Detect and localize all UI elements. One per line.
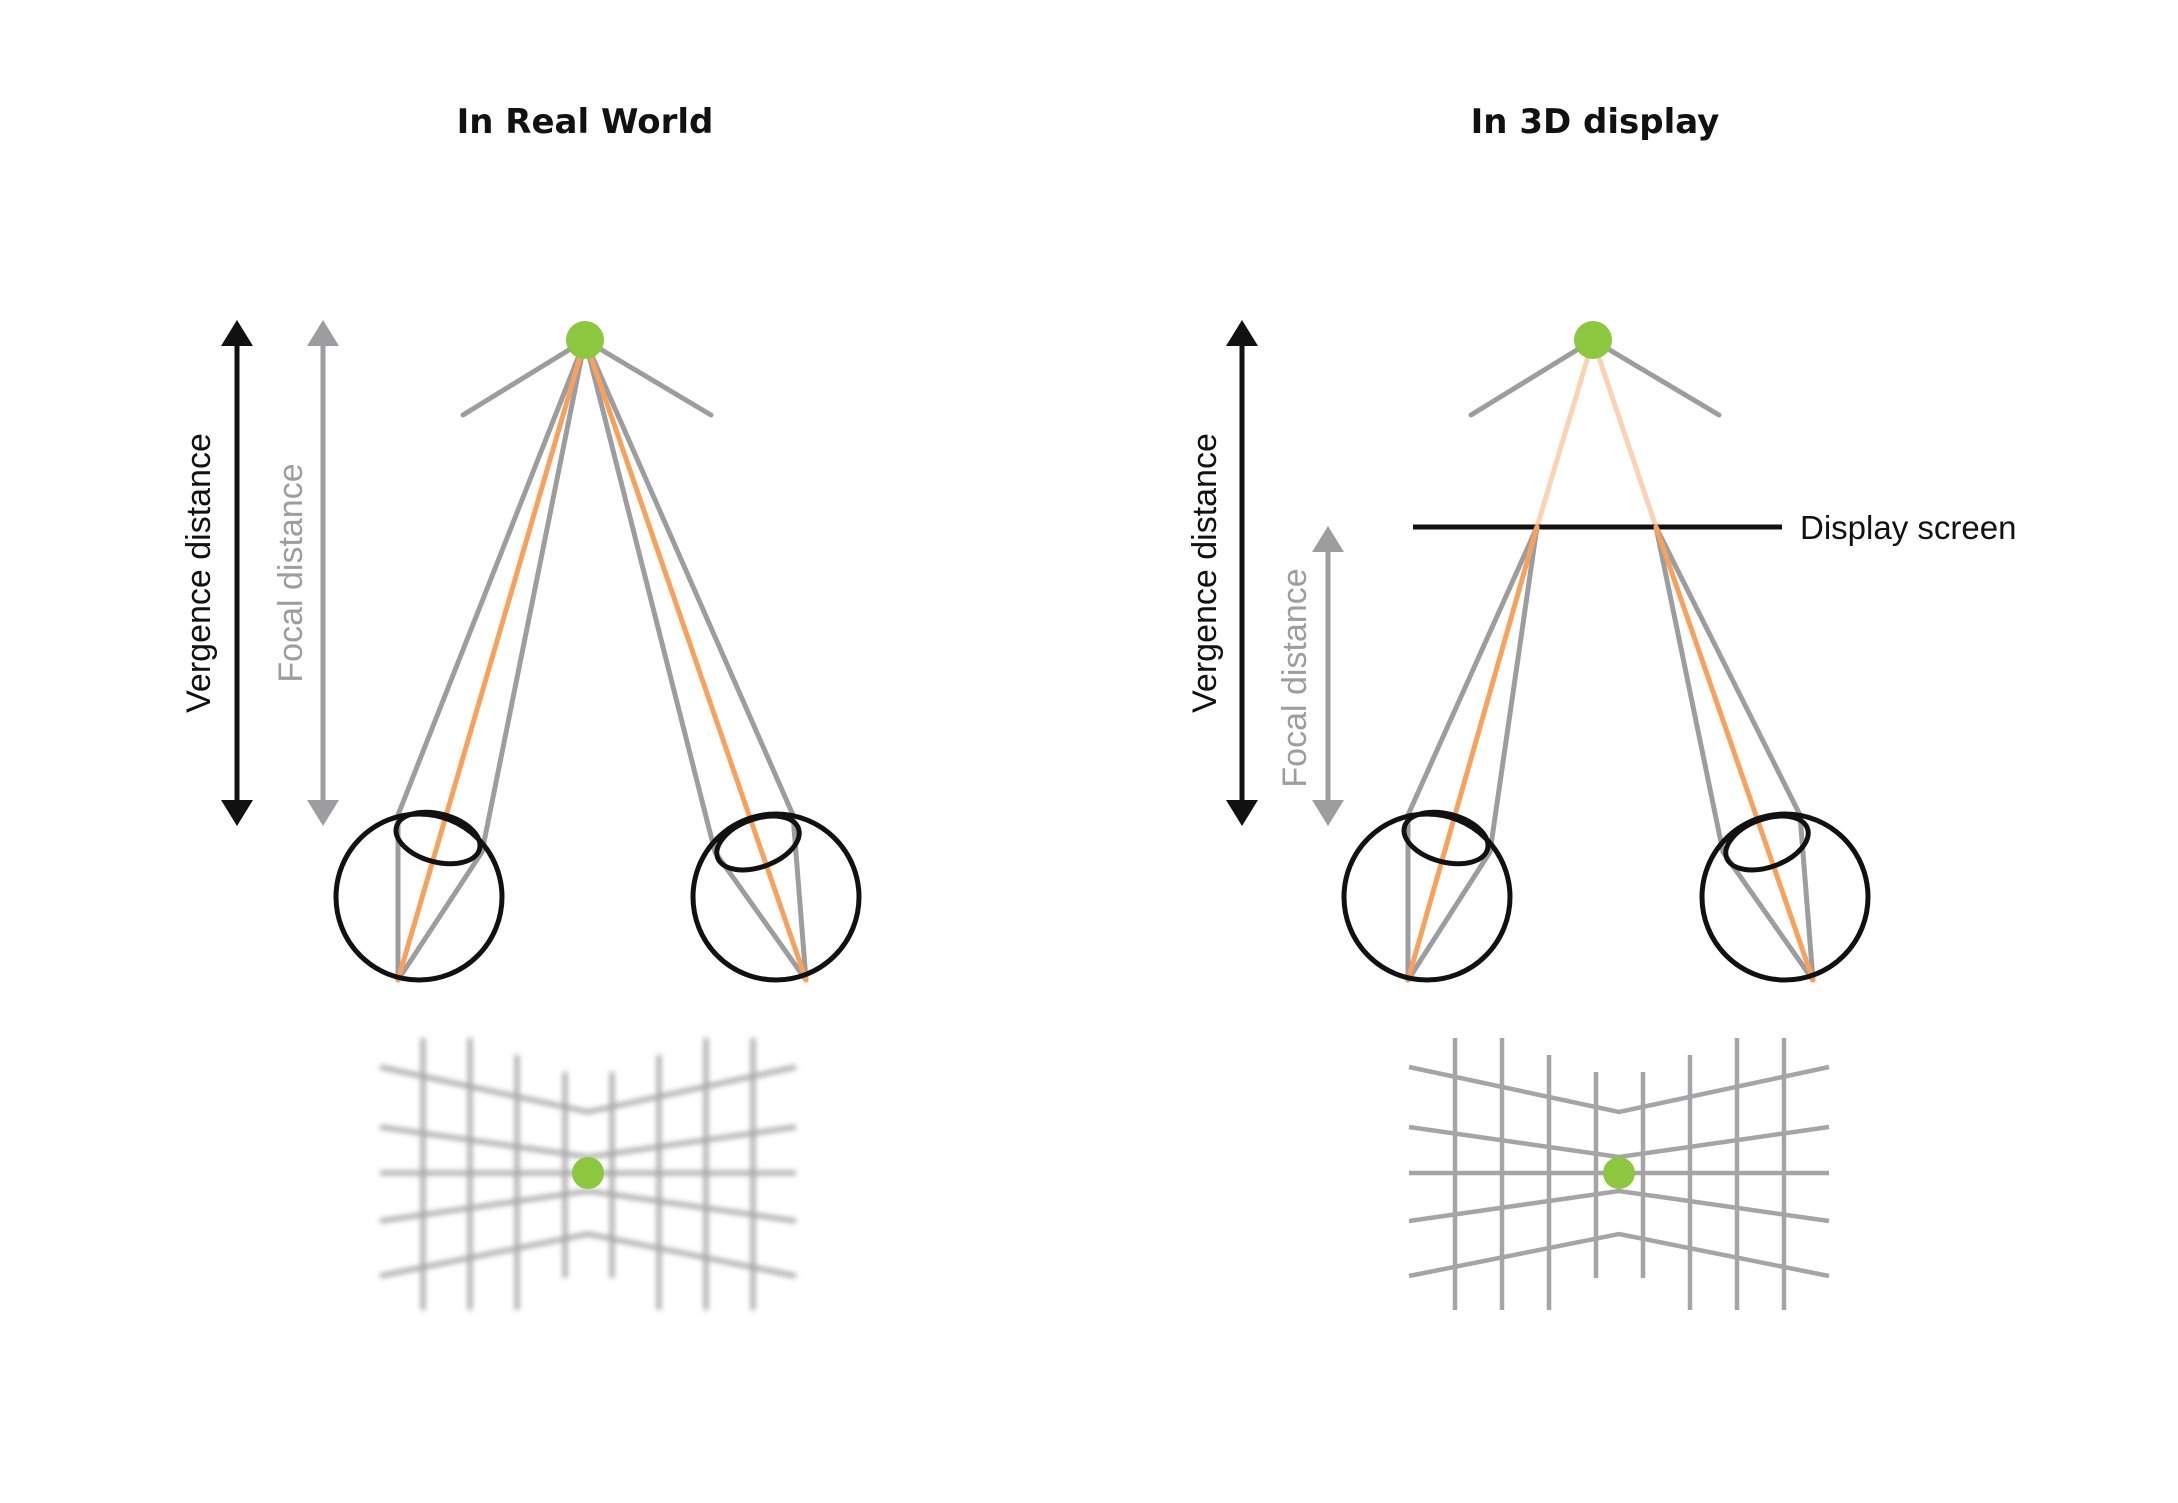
focal-distance-arrow bbox=[1312, 526, 1344, 826]
right-eye bbox=[690, 811, 862, 983]
vergence-distance-label: Vergence distance bbox=[1186, 433, 1224, 713]
left-eye-rays bbox=[1405, 524, 1540, 983]
retinal-target-point bbox=[572, 1157, 604, 1189]
focal-distance-label: Focal distance bbox=[272, 463, 310, 682]
retinal-target-point bbox=[1603, 1157, 1635, 1189]
display-screen-label: Display screen bbox=[1800, 509, 2016, 546]
left-eye bbox=[333, 809, 505, 983]
right-eye-rays bbox=[1653, 524, 1816, 983]
target-point bbox=[566, 321, 604, 359]
target-point bbox=[1574, 321, 1612, 359]
panel-3d-display: In 3D display Vergence distance Focal di… bbox=[1186, 102, 2016, 1310]
vergence-distance-arrow bbox=[1226, 320, 1258, 826]
focal-distance-arrow bbox=[307, 320, 339, 826]
vergence-distance-label: Vergence distance bbox=[180, 433, 218, 713]
left-eye bbox=[1341, 809, 1513, 983]
right-eye-rays bbox=[582, 337, 809, 983]
left-eye-rays bbox=[395, 337, 588, 983]
vergence-distance-arrow bbox=[221, 320, 253, 826]
panel-title-3d-display: In 3D display bbox=[1471, 102, 1720, 142]
panel-real-world: In Real World Vergence distance Focal di… bbox=[180, 102, 862, 1310]
panel-title-real-world: In Real World bbox=[457, 102, 714, 142]
right-eye bbox=[1699, 811, 1871, 983]
focal-distance-label: Focal distance bbox=[1276, 568, 1314, 787]
virtual-rays bbox=[1534, 337, 1659, 530]
